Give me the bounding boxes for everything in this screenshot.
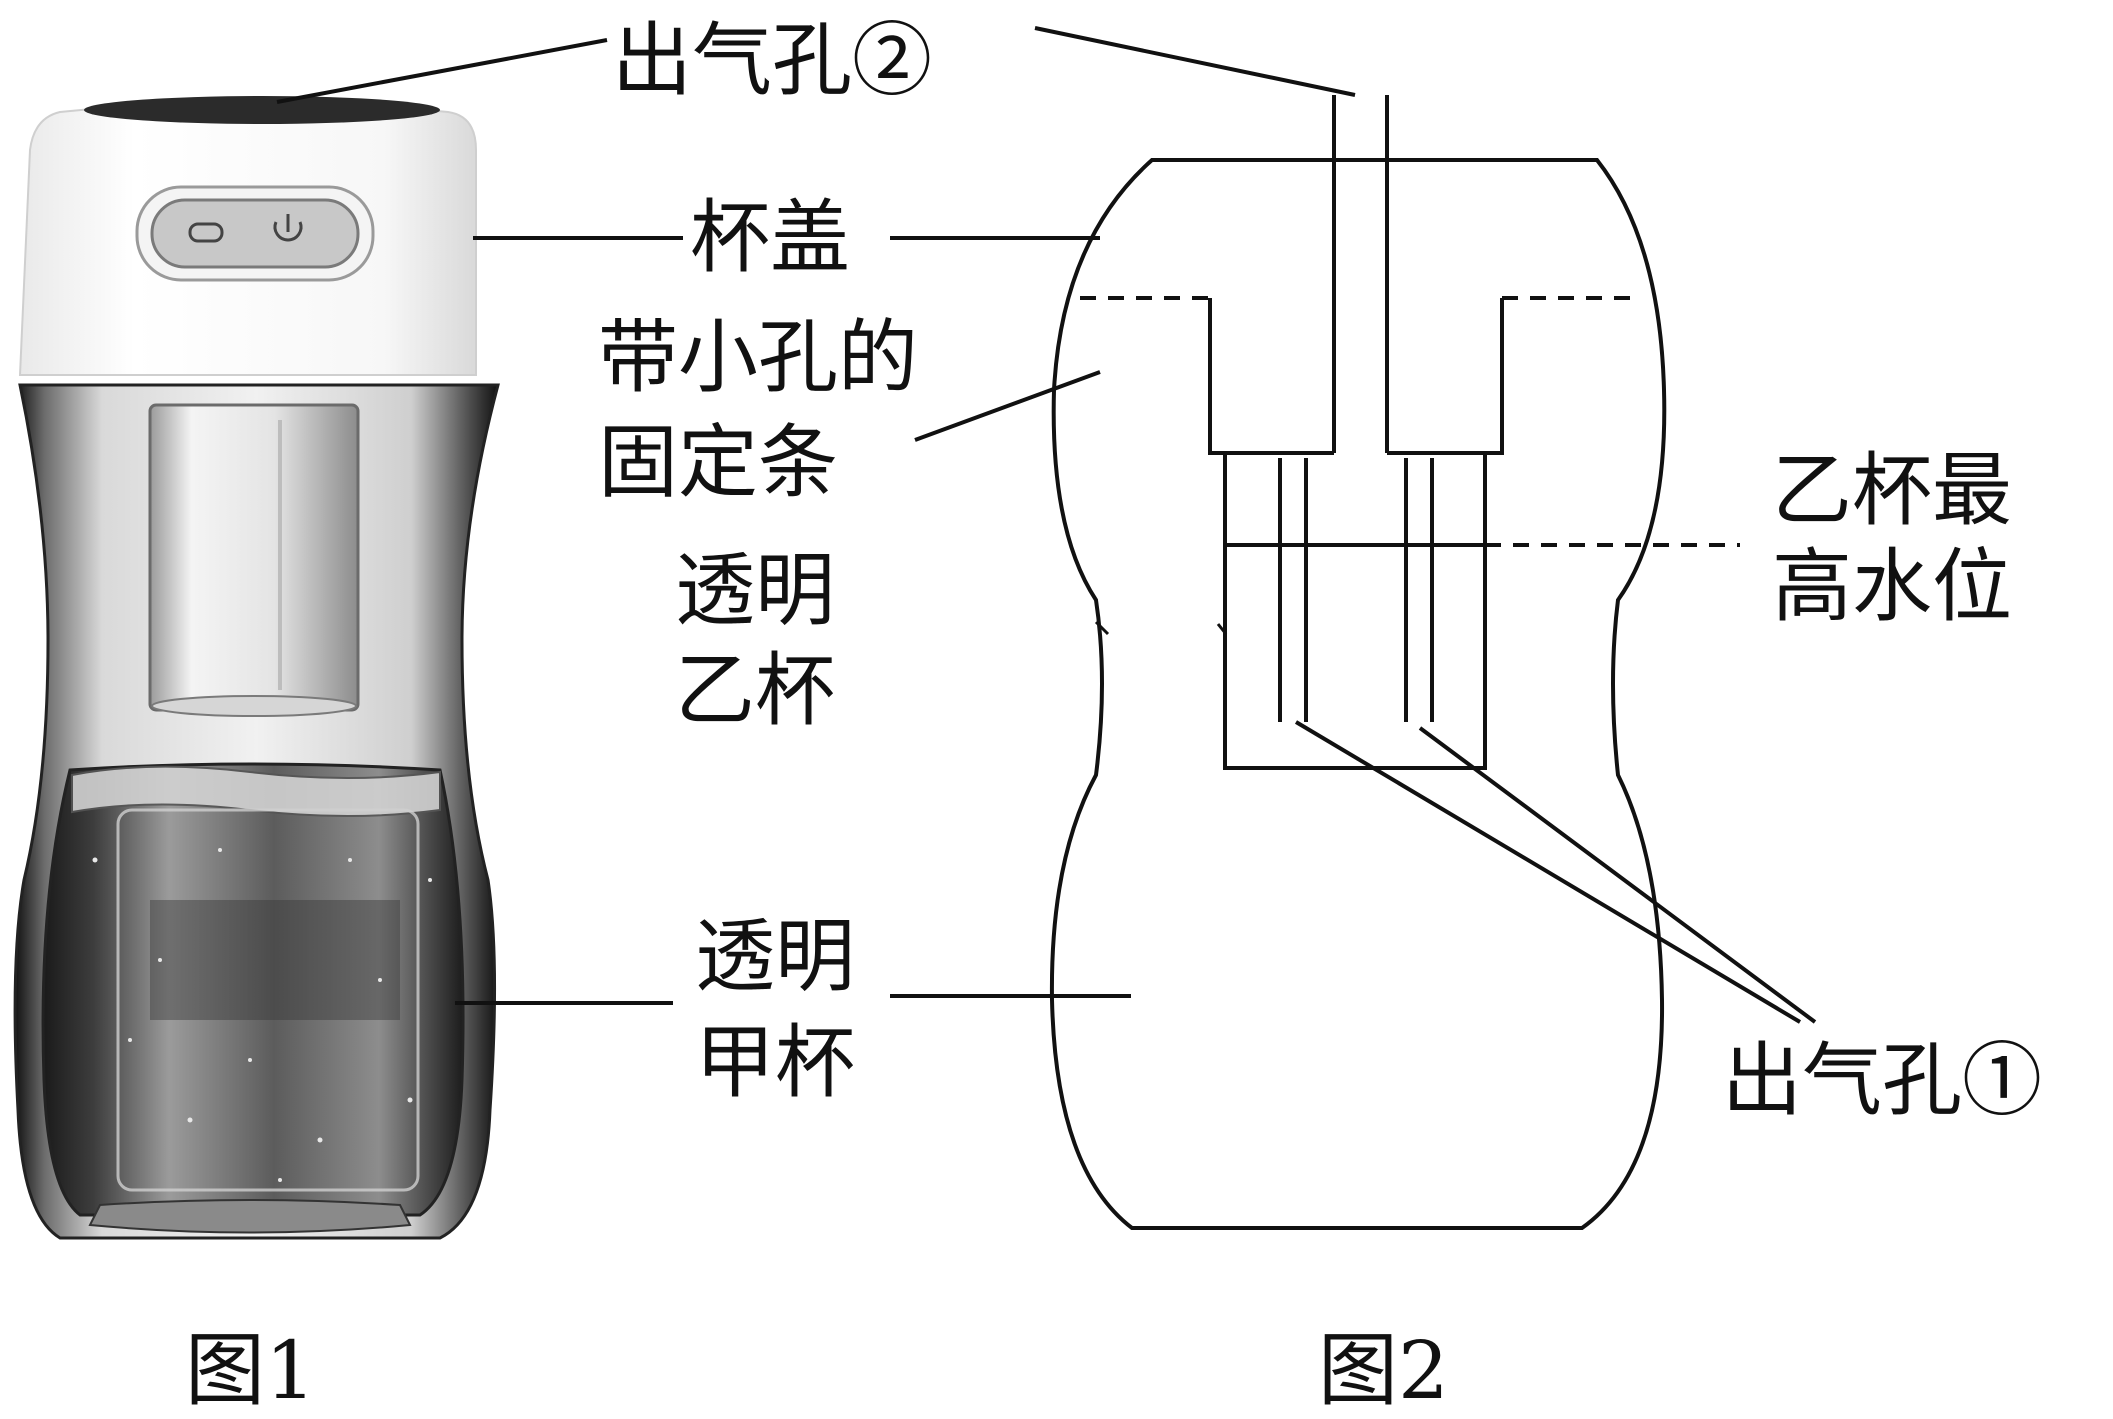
lid-inner-step [1208,298,1504,455]
figure-2-caption: 图2 [1318,1324,1449,1417]
label-cup-a-line2: 甲杯 [695,1016,855,1109]
control-panel-inner [150,198,360,269]
figure-1-bottle [13,96,500,1240]
inner-cup-b-bottom [151,695,357,717]
usb-port-icon [188,222,224,243]
cup-a-shadow-band [150,900,400,1020]
leader-outlet-2-right [1034,26,1356,97]
figure-1-caption: 图1 [185,1324,316,1417]
leader-lines [276,26,1817,1024]
leader-outlet-2-left [276,38,608,104]
waist-tick-inner [1216,623,1228,635]
water-cup-a [41,762,465,1217]
water-surface [71,765,441,817]
inner-cup-b [148,403,360,712]
label-cup-a-line1: 透明 [695,910,855,1003]
label-strip-line2: 固定条 [598,416,838,509]
labels: 出气孔② 杯盖 带小孔的 固定条 透明 乙杯 透明 甲杯 乙杯最 高水位 出气孔… [185,14,2042,1417]
inner-cup-b-outline [1223,453,1487,770]
bottle-base [88,1199,412,1234]
power-icon [273,214,303,242]
lid-top [84,96,440,124]
label-cup-b-line1: 透明 [675,544,835,637]
label-cup-b-line2: 乙杯 [675,644,835,737]
leader-outlet-1-b [1418,726,1817,1024]
figure-2-schematic [1049,95,1740,1230]
leader-strip [914,370,1101,442]
label-lid: 杯盖 [690,191,850,284]
label-strip-line1: 带小孔的 [598,311,918,404]
label-outlet-2: 出气孔② [612,14,932,107]
label-max-level-line2: 高水位 [1772,540,2012,633]
outer-outline [1049,158,1667,1230]
leader-outlet-1-a [1294,720,1802,1024]
cup-a-inner-glass [116,808,420,1192]
label-max-level-line1: 乙杯最 [1772,444,2012,537]
waist-tick-left [1094,620,1110,636]
label-outlet-1: 出气孔① [1722,1034,2042,1127]
water-bubbles [92,848,432,1182]
